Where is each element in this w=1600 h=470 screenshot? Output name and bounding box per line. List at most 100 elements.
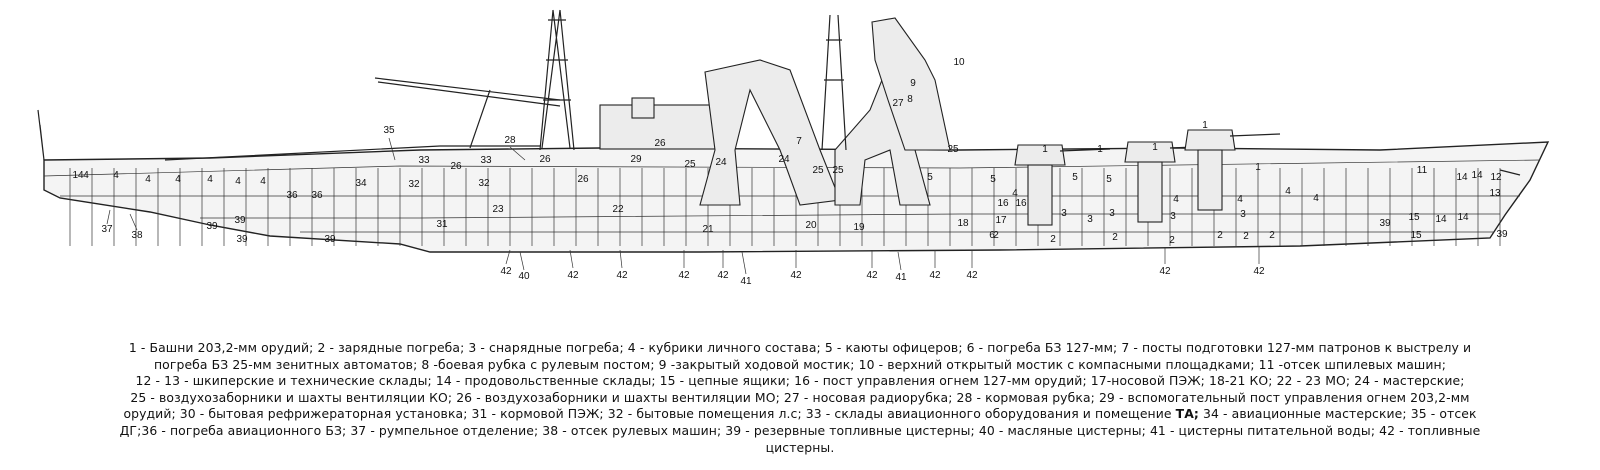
compartment-label: 10 <box>953 57 965 68</box>
turret-barbette-3 <box>1197 149 1223 211</box>
compartment-label: 16 <box>1015 198 1027 209</box>
compartment-label: 5 <box>927 172 933 183</box>
compartment-label: 4 <box>1285 186 1291 197</box>
compartment-label: 26 <box>654 138 666 149</box>
compartment-label: 4 <box>260 176 266 187</box>
compartment-label: 23 <box>492 204 504 215</box>
compartment-label: 39 <box>1496 229 1508 240</box>
compartment-label: 41 <box>895 272 907 283</box>
compartment-label: 5 <box>1072 172 1078 183</box>
compartment-label: 14 <box>1456 172 1468 183</box>
compartment-label: 36 <box>286 190 298 201</box>
compartment-label: 1 <box>1042 144 1048 155</box>
compartment-label: 39 <box>324 234 336 245</box>
compartment-label: 39 <box>1379 218 1391 229</box>
compartment-label: 41 <box>740 276 752 287</box>
compartment-label: 8 <box>907 94 913 105</box>
compartment-label: 2 <box>1243 231 1249 242</box>
main-turrets <box>1014 129 1281 226</box>
compartment-label: 42 <box>1253 266 1265 277</box>
compartment-label: 25 <box>947 144 959 155</box>
compartment-label: 14 <box>1457 212 1469 223</box>
compartment-label: 42 <box>616 270 628 281</box>
compartment-label: 38 <box>131 230 143 241</box>
leader-line <box>619 249 623 269</box>
compartment-label: 39 <box>206 221 218 232</box>
compartment-label: 7 <box>796 136 802 147</box>
compartment-label: 18 <box>957 218 969 229</box>
legend: 1 - Башни 203,2-мм орудий; 2 - зарядные … <box>14 340 1586 456</box>
turret-barbette-2 <box>1137 161 1163 223</box>
compartment-label: 36 <box>311 190 323 201</box>
compartment-label: 25 <box>832 165 844 176</box>
legend-line-7: цистерны. <box>765 439 835 455</box>
compartment-label: 1 <box>1202 120 1208 131</box>
compartment-label: 16 <box>997 198 1009 209</box>
aft-deckhouse <box>631 97 655 119</box>
legend-line-5b: ТА; <box>1175 406 1199 422</box>
compartment-label: 42 <box>966 270 978 281</box>
compartment-label: 4 <box>83 170 89 181</box>
compartment-label: 1 <box>1255 162 1261 173</box>
leader-line <box>897 251 902 271</box>
compartment-label: 37 <box>101 224 113 235</box>
compartment-label: 28 <box>504 135 516 146</box>
compartment-label: 27 <box>892 98 904 109</box>
compartment-label: 14 <box>72 170 84 181</box>
leader-line <box>388 137 396 161</box>
compartment-label: 4 <box>1173 194 1179 205</box>
bow-anchor-area <box>1499 169 1521 176</box>
compartment-label: 20 <box>805 220 817 231</box>
compartment-label: 33 <box>418 155 430 166</box>
aft-funnel <box>699 59 841 206</box>
compartment-label: 42 <box>866 270 878 281</box>
compartment-label: 39 <box>234 215 246 226</box>
compartment-label: 26 <box>450 161 462 172</box>
compartment-label: 33 <box>480 155 492 166</box>
compartment-label: 12 <box>1490 172 1502 183</box>
turret-gun-1 <box>1059 148 1111 152</box>
compartment-label: 25 <box>812 165 824 176</box>
compartment-label: 42 <box>500 266 512 277</box>
compartment-label: 35 <box>383 125 395 136</box>
compartment-label: 31 <box>436 219 448 230</box>
compartment-label: 42 <box>790 270 802 281</box>
turret-gun-3 <box>1229 133 1281 137</box>
compartment-label: 29 <box>630 154 642 165</box>
leader-line <box>509 146 526 161</box>
compartment-label: 1 <box>1097 144 1103 155</box>
compartment-label: 3 <box>1240 209 1246 220</box>
compartment-label: 14 <box>1471 170 1483 181</box>
compartment-label: 4 <box>175 174 181 185</box>
compartment-label: 2 <box>1269 230 1275 241</box>
compartment-label: 9 <box>910 78 916 89</box>
leader-line <box>505 249 511 265</box>
leader-line <box>741 251 747 275</box>
bulkheads <box>69 168 1501 246</box>
compartment-label: 22 <box>612 204 624 215</box>
compartment-label: 4 <box>207 174 213 185</box>
compartment-label: 42 <box>717 270 729 281</box>
legend-line-3: 12 - 13 - шкиперские и технические склад… <box>135 373 1465 389</box>
lower-deck-line <box>200 213 1500 219</box>
turret-3 <box>1184 129 1236 151</box>
compartment-label: 32 <box>408 179 420 190</box>
leader-lines <box>106 137 1260 275</box>
legend-line-4: 25 - воздухозаборники и шахты вентиляции… <box>130 389 1470 405</box>
compartment-label: 42 <box>929 270 941 281</box>
turret-2 <box>1124 141 1176 163</box>
compartment-label: 24 <box>715 157 727 168</box>
compartment-label: 40 <box>518 271 530 282</box>
compartment-label: 2 <box>1112 232 1118 243</box>
compartment-label: 15 <box>1410 230 1422 241</box>
compartment-label: 19 <box>853 222 865 233</box>
legend-line-5a: орудий; 30 - бытовая рефрижераторная уст… <box>123 406 1176 422</box>
legend-line-2: погреба БЗ 25-мм зенитных автоматов; 8 -… <box>153 356 1447 372</box>
legend-line-5: орудий; 30 - бытовая рефрижераторная уст… <box>14 406 1586 423</box>
compartment-label: 42 <box>1159 266 1171 277</box>
compartment-label: 13 <box>1489 188 1501 199</box>
compartment-label: 3 <box>1109 208 1115 219</box>
compartment-label: 34 <box>355 178 367 189</box>
compartment-label: 3 <box>1061 208 1067 219</box>
